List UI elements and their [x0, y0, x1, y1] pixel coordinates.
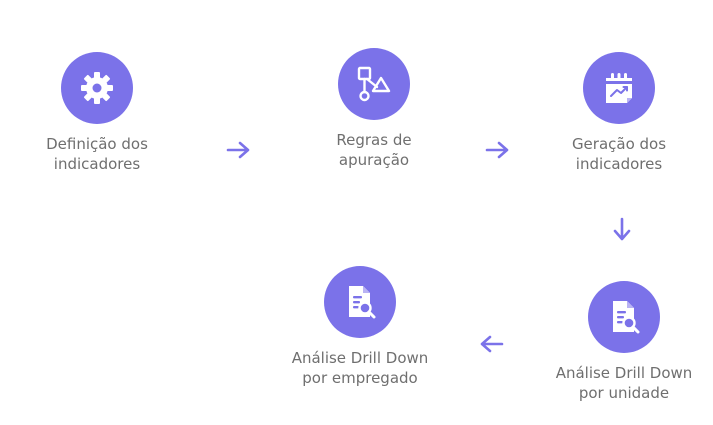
flowchart-icon	[357, 66, 391, 102]
step-definicao: Definição dos indicadores	[37, 52, 157, 174]
step-circle	[583, 52, 655, 124]
calendar-chart-icon	[606, 73, 632, 103]
arrow-left-icon	[480, 335, 504, 353]
arrow-right-icon	[485, 141, 509, 159]
step-label: Geração dos indicadores	[571, 135, 667, 173]
step-circle	[61, 52, 133, 124]
step-regras: Regras de apuração	[316, 48, 432, 170]
arrow-right-icon	[226, 141, 250, 159]
gear-icon	[81, 72, 113, 104]
step-circle	[338, 48, 410, 120]
step-label: Definição dos indicadores	[46, 135, 148, 173]
arrow-down-icon	[613, 217, 631, 241]
step-geracao: Geração dos indicadores	[559, 52, 679, 174]
step-label: Análise Drill Down por unidade	[555, 364, 693, 402]
step-analise-unidade: Análise Drill Down por unidade	[548, 281, 700, 403]
step-circle	[588, 281, 660, 353]
step-circle	[324, 266, 396, 338]
step-analise-empregado: Análise Drill Down por empregado	[280, 266, 440, 388]
step-label: Regras de apuração	[336, 131, 412, 169]
step-label: Análise Drill Down por empregado	[291, 349, 429, 387]
document-search-icon	[613, 301, 640, 334]
document-search-icon	[349, 286, 376, 319]
